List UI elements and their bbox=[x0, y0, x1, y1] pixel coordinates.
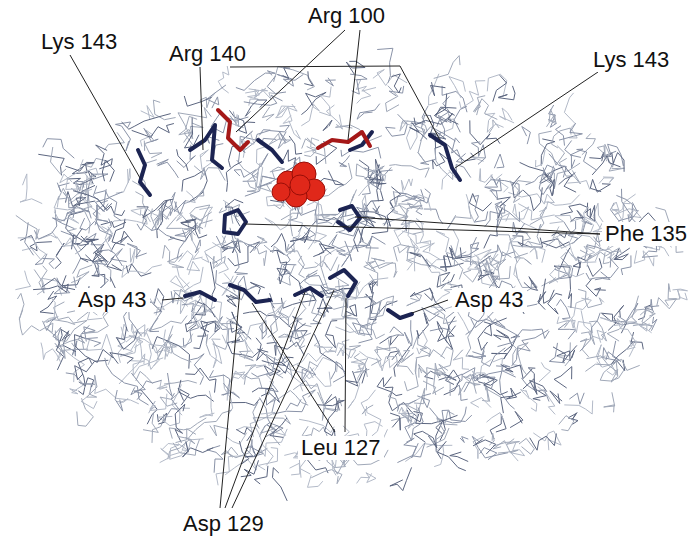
residue-stick bbox=[224, 210, 246, 234]
residue-stick bbox=[185, 292, 215, 300]
residue-stick bbox=[388, 310, 412, 318]
ligand-sphere bbox=[272, 162, 325, 207]
residue-stick bbox=[190, 125, 222, 168]
arg-sticks bbox=[218, 110, 370, 150]
residue-stick bbox=[430, 135, 460, 180]
residue-stick bbox=[230, 285, 270, 302]
residue-label: Leu 127 bbox=[298, 436, 384, 460]
residue-label: Phe 135 bbox=[602, 222, 690, 246]
backbone-wireframe bbox=[15, 48, 687, 501]
leader-lines bbox=[70, 30, 600, 508]
residue-label: Lys 143 bbox=[590, 48, 672, 72]
residue-label: Lys 143 bbox=[38, 30, 120, 54]
residue-sticks bbox=[138, 125, 460, 318]
residue-stick bbox=[318, 132, 370, 148]
residue-label: Arg 100 bbox=[305, 4, 388, 28]
residue-stick bbox=[330, 270, 356, 296]
residue-label: Asp 43 bbox=[75, 288, 150, 312]
residue-stick bbox=[295, 288, 322, 296]
residue-label: Asp 129 bbox=[180, 512, 267, 536]
residue-stick bbox=[138, 150, 150, 195]
residue-stick bbox=[258, 140, 282, 162]
residue-stick bbox=[218, 110, 248, 150]
residue-label: Arg 140 bbox=[166, 42, 249, 66]
residue-label: Asp 43 bbox=[452, 288, 527, 312]
